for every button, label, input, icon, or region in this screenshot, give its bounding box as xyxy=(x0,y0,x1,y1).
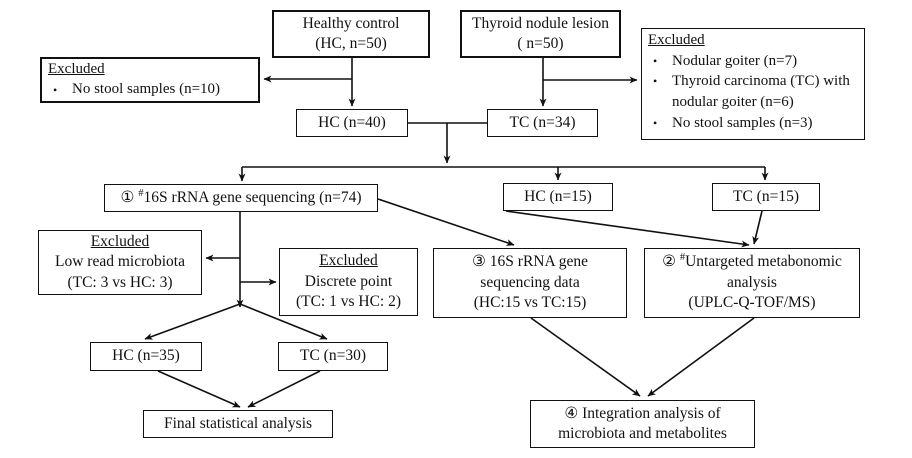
excluded-discrete-line2: (TC: 1 vs HC: 2) xyxy=(295,293,402,311)
box-tc34: TC (n=34) xyxy=(487,109,598,137)
excluded-hc-item: No stool samples (n=10) xyxy=(72,80,221,97)
arrow-to-hc35 xyxy=(144,303,241,340)
tc30-label: TC (n=30) xyxy=(300,347,366,365)
box-hc15: HC (n=15) xyxy=(503,183,613,211)
list-item: • No stool samples (n=10) xyxy=(48,80,220,100)
bullet-icon: • xyxy=(653,115,658,130)
healthy-control-line1: Healthy control xyxy=(302,14,400,32)
tc15-label: TC (n=15) xyxy=(733,187,799,205)
arrow-seq16s-to-seqdata xyxy=(377,198,515,246)
step-number: ① xyxy=(120,188,139,206)
box-excluded-tc: Excluded • Nodular goiter (n=7) • Thyroi… xyxy=(641,28,865,140)
excluded-tc-title: Excluded xyxy=(648,32,705,48)
hc40-label: HC (n=40) xyxy=(318,113,386,131)
excluded-lowread-title: Excluded xyxy=(90,232,150,250)
list-item: • Nodular goiter (n=7) xyxy=(648,51,850,72)
hash-mark: # xyxy=(679,252,686,264)
tc34-label: TC (n=34) xyxy=(509,113,576,131)
bullet-icon: • xyxy=(653,74,658,89)
box-seq-data: ③ 16S rRNA gene sequencing data (HC:15 v… xyxy=(433,248,627,318)
arrow-hc35-to-final xyxy=(157,370,241,408)
16s-sequencing-label: ① #16S rRNA gene sequencing (n=74) xyxy=(120,187,362,206)
seq-data-line3: (HC:15 vs TC:15) xyxy=(473,294,587,312)
excluded-hc-list: • No stool samples (n=10) xyxy=(48,80,220,100)
box-tc15: TC (n=15) xyxy=(712,183,820,211)
arrow-metabonomic-to-integration xyxy=(647,317,755,397)
arrow-seqdata-to-integration xyxy=(530,317,641,397)
integration-line2: microbiota and metabolites xyxy=(558,425,727,442)
excluded-discrete-title: Excluded xyxy=(319,252,378,270)
arrow-hc15-to-metabonomic xyxy=(505,210,750,248)
list-item: • No stool samples (n=3) xyxy=(648,113,850,134)
metabonomic-line3: (UPLC-Q-TOF/MS) xyxy=(688,294,816,312)
thyroid-nodule-line2: ( n=50) xyxy=(517,35,564,52)
excluded-tc-item: Nodular goiter (n=7) xyxy=(672,52,798,69)
excluded-discrete-line1: Discrete point xyxy=(304,272,393,290)
excluded-tc-item: No stool samples (n=3) xyxy=(672,114,813,131)
seq-data-line1: ③ 16S rRNA gene xyxy=(472,253,588,271)
excluded-tc-item: Thyroid carcinoma (TC) with nodular goit… xyxy=(672,73,850,111)
box-hc40: HC (n=40) xyxy=(296,109,408,137)
metabonomic-line1: ② #Untargeted metabonomic xyxy=(662,252,842,271)
integration-line1: ④ Integration analysis of xyxy=(564,404,721,422)
box-metabonomic: ② #Untargeted metabonomic analysis (UPLC… xyxy=(644,248,860,318)
excluded-tc-list: • Nodular goiter (n=7) • Thyroid carcino… xyxy=(648,51,850,134)
list-item: • Thyroid carcinoma (TC) with nodular go… xyxy=(648,71,850,112)
healthy-control-line2: (HC, n=50) xyxy=(315,35,387,52)
box-excluded-lowread: Excluded Low read microbiota (TC: 3 vs H… xyxy=(38,230,202,295)
arrow-tc30-to-final xyxy=(247,370,321,408)
hc15-label: HC (n=15) xyxy=(524,187,592,205)
box-final-analysis: Final statistical analysis xyxy=(143,410,333,438)
step-number: ② xyxy=(662,253,680,271)
thyroid-nodule-line1: Thyroid nodule lesion xyxy=(472,14,609,32)
hc35-label: HC (n=35) xyxy=(112,347,180,365)
box-16s-sequencing: ① #16S rRNA gene sequencing (n=74) xyxy=(104,184,378,212)
arrow-tc15-to-metabonomic xyxy=(752,210,763,245)
excluded-hc-title: Excluded xyxy=(48,61,105,77)
box-hc35: HC (n=35) xyxy=(90,342,202,371)
box-excluded-discrete: Excluded Discrete point (TC: 1 vs HC: 2) xyxy=(279,248,418,316)
metabonomic-line2: analysis xyxy=(727,273,777,291)
excluded-lowread-line2: (TC: 3 vs HC: 3) xyxy=(67,273,173,291)
box-integration: ④ Integration analysis of microbiota and… xyxy=(530,400,755,448)
bullet-icon: • xyxy=(53,82,58,97)
excluded-lowread-line1: Low read microbiota xyxy=(55,253,185,271)
seq-data-line2: sequencing data xyxy=(480,273,580,291)
box-excluded-hc: Excluded • No stool samples (n=10) xyxy=(40,57,260,103)
box-healthy-control: Healthy control (HC, n=50) xyxy=(272,10,430,58)
box-tc30: TC (n=30) xyxy=(278,342,388,371)
final-analysis-label: Final statistical analysis xyxy=(163,414,313,432)
box-thyroid-nodule: Thyroid nodule lesion ( n=50) xyxy=(460,10,621,58)
hash-mark: # xyxy=(138,187,144,199)
bullet-icon: • xyxy=(653,53,658,68)
